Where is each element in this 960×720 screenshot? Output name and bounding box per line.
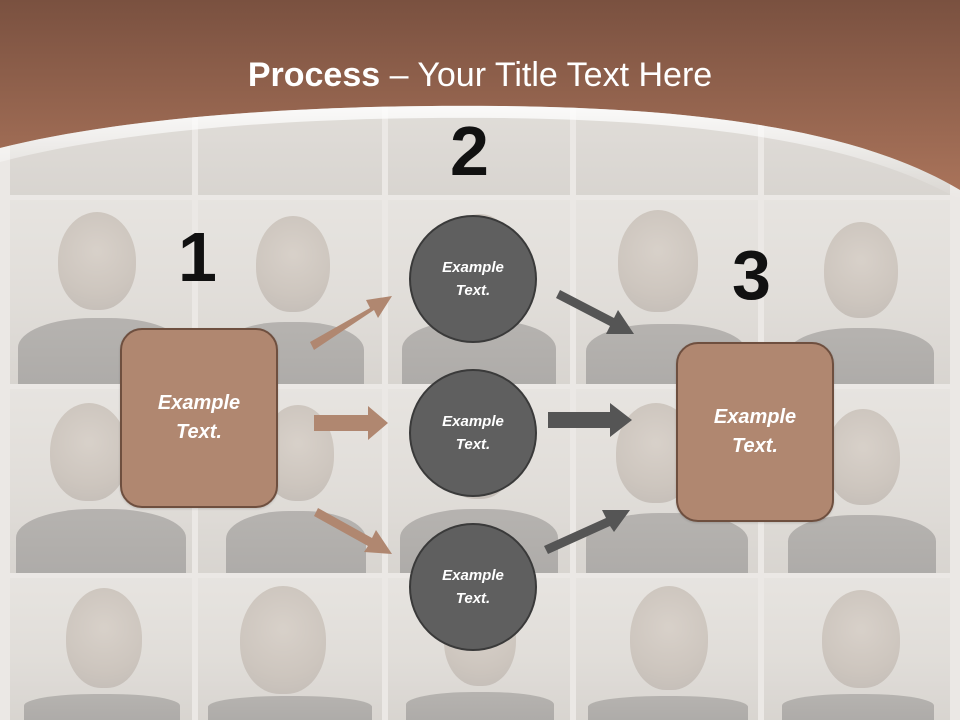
circle-text: Example Text. bbox=[442, 413, 504, 453]
step-2-circle-top: Example Text. bbox=[409, 215, 537, 343]
step-2-circle-bottom: Example Text. bbox=[409, 523, 537, 651]
step-1-text: Example Text. bbox=[157, 392, 241, 443]
step-number-1: 1 bbox=[178, 218, 217, 296]
slide-title: Process – Your Title Text Here bbox=[0, 54, 960, 96]
header-band bbox=[0, 0, 960, 200]
title-bold-part: Process bbox=[247, 56, 381, 94]
step-1-box: Example Text. bbox=[120, 328, 278, 508]
circle-text: Example Text. bbox=[442, 259, 504, 299]
step-number-3: 3 bbox=[732, 236, 771, 314]
title-rest-part: – Your Title Text Here bbox=[380, 56, 713, 94]
circle-text: Example Text. bbox=[442, 567, 504, 607]
step-2-circle-middle: Example Text. bbox=[409, 369, 537, 497]
step-number-2: 2 bbox=[450, 112, 489, 190]
step-3-text: Example Text. bbox=[713, 406, 797, 457]
step-3-box: Example Text. bbox=[676, 342, 834, 522]
